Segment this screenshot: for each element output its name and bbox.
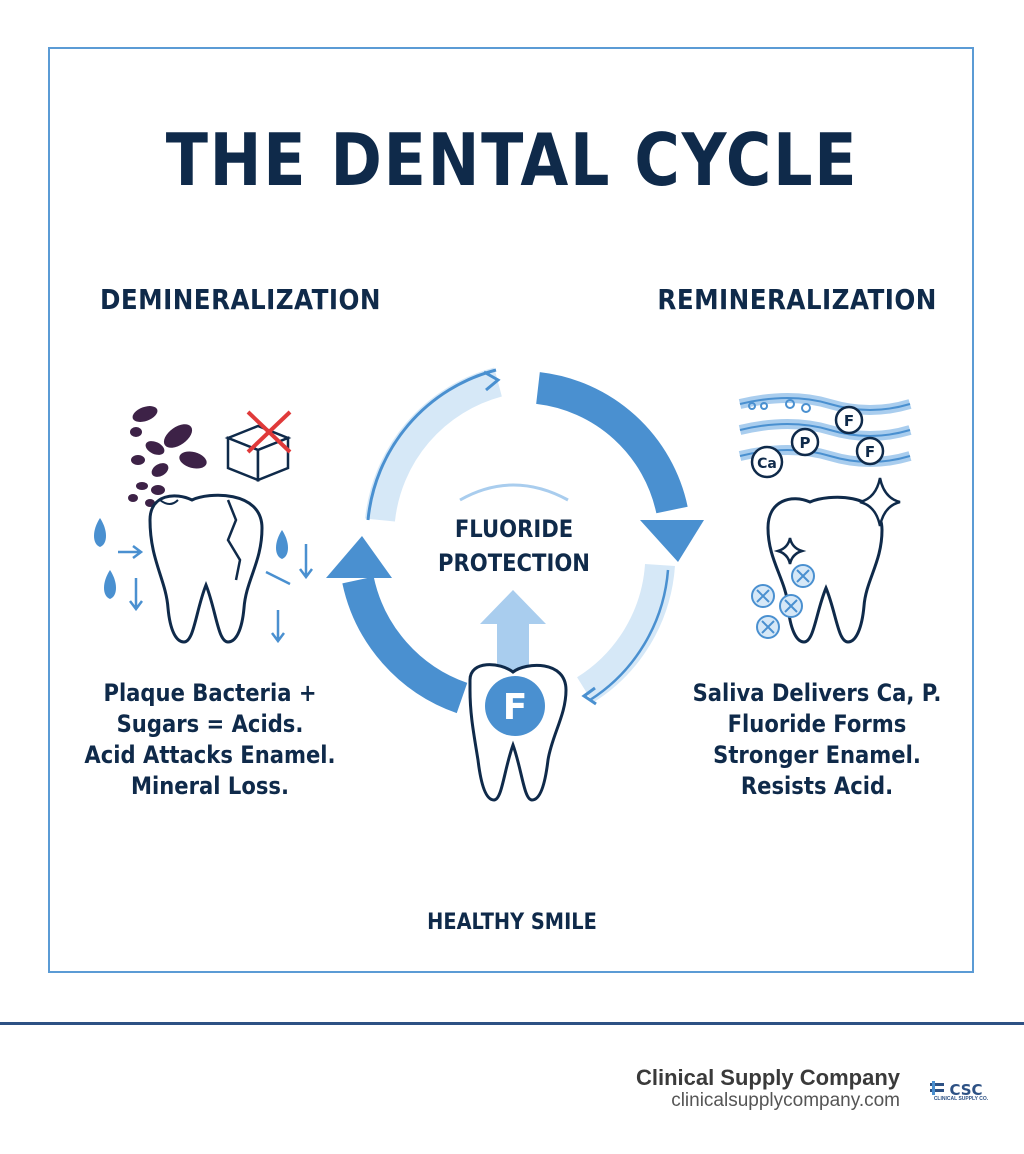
company-name: Clinical Supply Company	[635, 1065, 900, 1090]
fluoride-badge	[485, 676, 545, 736]
cycle-arrowhead-top	[483, 370, 501, 392]
sugar-cube-icon	[224, 410, 292, 482]
center-label-line: PROTECTION	[438, 549, 590, 577]
description-line: Stronger Enamel.	[713, 741, 921, 769]
bacteria-icon	[128, 406, 207, 507]
svg-text:Ca: Ca	[757, 456, 777, 472]
page-title: THE DENTAL CYCLE	[165, 118, 859, 202]
remineralization-description: Saliva Delivers Ca, P. Fluoride Forms St…	[689, 678, 944, 802]
fluoride-badge-letter: F	[503, 687, 528, 728]
demineralization-heading: DEMINERALIZATION	[100, 283, 381, 316]
description-line: Plaque Bacteria +	[103, 679, 317, 707]
description-line: Mineral Loss.	[130, 772, 290, 800]
cycle-arc-top-left	[365, 367, 503, 522]
water-drop-icon	[94, 518, 288, 599]
description-line: Acid Attacks Enamel.	[84, 741, 336, 769]
sparkle-icon	[773, 477, 901, 565]
protection-arc	[459, 483, 569, 502]
cycle-arrowhead-left	[326, 536, 392, 578]
company-website[interactable]: clinicalsupplycompany.com	[671, 1090, 900, 1111]
logo-letters: CSC	[949, 1081, 982, 1099]
cycle-arc-top-left-outline	[366, 368, 497, 521]
cycle-arc-top-right	[535, 372, 688, 514]
cycle-arc-bottom-right	[576, 563, 675, 703]
tooth-crack	[226, 499, 242, 581]
cycle-arrowhead-bottom	[581, 686, 597, 706]
cycle-arrowhead-right	[640, 520, 704, 562]
company-logo: CSC	[930, 1081, 983, 1099]
description-line: Saliva Delivers Ca, P.	[692, 679, 942, 707]
ion-p: P	[790, 427, 820, 457]
svg-text:F: F	[865, 443, 875, 461]
upward-arrow-head	[480, 590, 546, 624]
decayed-tooth-icon	[148, 493, 264, 644]
footer-divider	[0, 1022, 1024, 1025]
center-label-line: FLUORIDE	[454, 515, 574, 543]
fluoride-protection-label: FLUORIDE PROTECTION	[426, 512, 602, 580]
ion-f-1: F	[834, 405, 864, 435]
description-line: Sugars = Acids.	[116, 710, 304, 738]
mineral-crystal-icon	[751, 564, 815, 639]
cycle-arc-bottom-left	[342, 576, 468, 714]
ion-ca: Ca	[750, 445, 784, 479]
demineralization-description: Plaque Bacteria + Sugars = Acids. Acid A…	[78, 678, 342, 802]
description-line: Resists Acid.	[740, 772, 894, 800]
svg-text:F: F	[844, 412, 854, 430]
healthy-tooth-icon	[766, 495, 884, 644]
cycle-arc-bottom-right-outline	[589, 569, 670, 702]
ion-f-2: F	[855, 436, 885, 466]
logo-caption: CLINICAL SUPPLY CO.	[933, 1096, 989, 1102]
fluoride-tooth-icon: F	[468, 663, 568, 802]
remineralization-heading: REMINERALIZATION	[657, 283, 937, 316]
cycle-arrow-icon	[326, 367, 704, 714]
description-line: Fluoride Forms	[727, 710, 907, 738]
arrow-icon	[118, 544, 313, 644]
healthy-smile-label: HEALTHY SMILE	[427, 910, 597, 935]
svg-text:P: P	[800, 434, 811, 452]
